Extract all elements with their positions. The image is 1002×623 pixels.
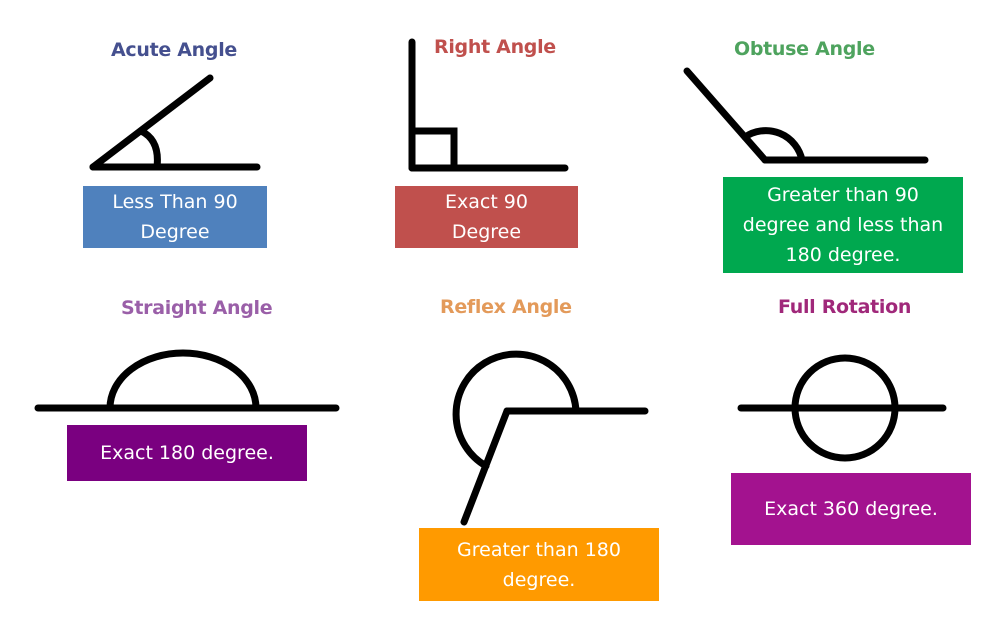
straight-angle-title: Straight Angle [121,297,273,319]
obtuse-angle-title: Obtuse Angle [734,38,875,60]
obtuse-description-line-3: 180 degree. [785,244,901,266]
obtuse-angle-figure [683,67,929,164]
straight-angle-figure [34,349,340,412]
obtuse-description-line-2: degree and less than [742,214,944,236]
acute-angle-figure [89,74,261,171]
obtuse-description-line-1: Greater than 90 [767,184,919,206]
right-angle-figure [408,38,569,172]
full-rotation-title: Full Rotation [778,296,912,318]
full-rotation-description-line-1: Exact 360 degree. [764,498,938,520]
right-angle-title: Right Angle [434,36,556,58]
reflex-angle-figure [452,350,649,526]
obtuse-angle-description: Greater than 90 degree and less than 180… [723,177,963,273]
reflex-description-line-2: degree. [502,568,576,591]
right-angle-description: Exact 90 Degree [395,186,578,248]
straight-description-line-1: Exact 180 degree. [100,442,274,464]
acute-description-line-2: Degree [140,221,210,243]
full-rotation-figure [737,354,947,462]
right-description-line-1: Exact 90 [444,191,528,213]
acute-description-line-1: Less Than 90 [112,191,238,213]
reflex-angle-title: Reflex Angle [440,296,572,318]
straight-angle-description: Exact 180 degree. [67,425,307,481]
acute-angle-description: Less Than 90 Degree [83,186,267,248]
reflex-description-line-1: Greater than 180 [457,538,621,561]
full-rotation-description: Exact 360 degree. [731,473,971,545]
acute-angle-title: Acute Angle [111,39,238,61]
right-description-line-2: Degree [451,221,522,243]
reflex-angle-description: Greater than 180 degree. [419,528,659,601]
